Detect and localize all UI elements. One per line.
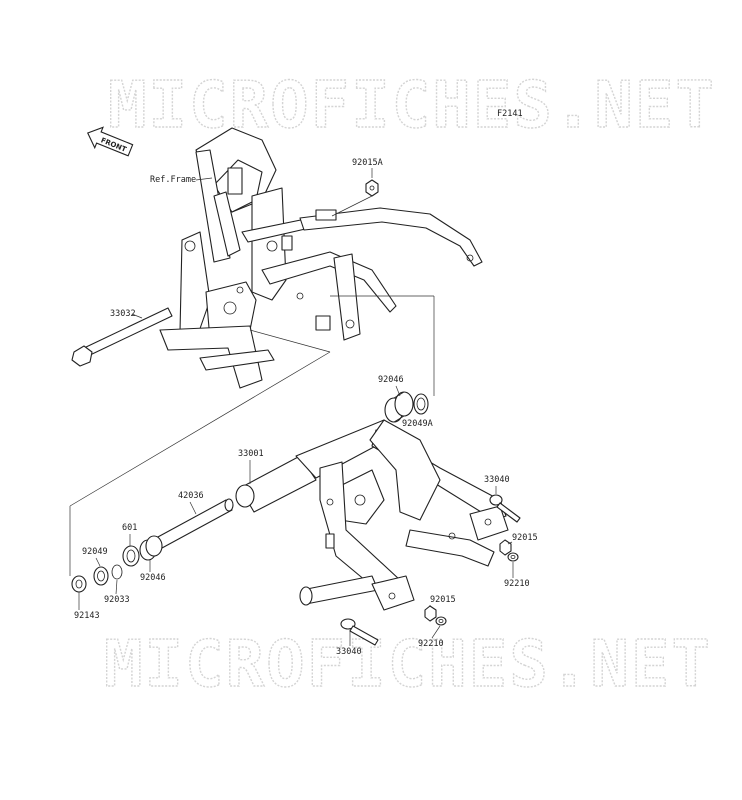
label-92015-mid: 92015: [430, 595, 456, 605]
part-33040-right-adjuster-icon: [489, 494, 521, 523]
frame-assembly: [159, 127, 483, 389]
part-601-bearing-icon: [122, 545, 140, 567]
label-92210-right: 92210: [504, 579, 530, 589]
part-92210-mid-washer-icon: [435, 616, 447, 626]
label-ref-frame: Ref.Frame: [150, 175, 196, 185]
part-92046-bushing-icon: [384, 391, 414, 423]
part-33040-bottom-adjuster-icon: [340, 618, 379, 646]
label-92210-mid: 92210: [418, 639, 444, 649]
part-92033-snap-ring-icon: [111, 564, 123, 580]
label-92049a: 92049A: [402, 419, 433, 429]
label-92033: 92033: [104, 595, 130, 605]
label-92046-left: 92046: [140, 573, 166, 583]
label-92049: 92049: [82, 547, 108, 557]
part-92210-right-washer-icon: [507, 552, 519, 562]
label-92143: 92143: [74, 611, 100, 621]
label-92015a: 92015A: [352, 158, 383, 168]
watermark-bottom: MICROFICHES.NET: [104, 628, 712, 702]
swingarm-assembly: [235, 419, 509, 611]
part-92143-cap-icon: [71, 575, 87, 593]
part-92049-seal-icon: [93, 566, 109, 586]
part-92049a-seal-icon: [413, 393, 429, 415]
part-42036-shaft-icon: [155, 498, 234, 549]
label-33001: 33001: [238, 449, 264, 459]
label-33040-bottom: 33040: [336, 647, 362, 657]
label-33040-right: 33040: [484, 475, 510, 485]
part-92015-mid-nut-icon: [424, 605, 437, 622]
label-33032: 33032: [110, 309, 136, 319]
label-92046-top: 92046: [378, 375, 404, 385]
part-33032-pivot-shaft-icon: [71, 307, 173, 367]
label-92015-right: 92015: [512, 533, 538, 543]
part-92015-right-nut-icon: [499, 539, 512, 556]
part-92015a-nut-icon: [365, 179, 379, 197]
watermark-top: MICROFICHES.NET: [108, 69, 716, 143]
part-92046-left-bushing-icon: [139, 535, 163, 561]
label-42036: 42036: [178, 491, 204, 501]
label-601: 601: [122, 523, 137, 533]
figure-code: F2141: [497, 109, 523, 119]
